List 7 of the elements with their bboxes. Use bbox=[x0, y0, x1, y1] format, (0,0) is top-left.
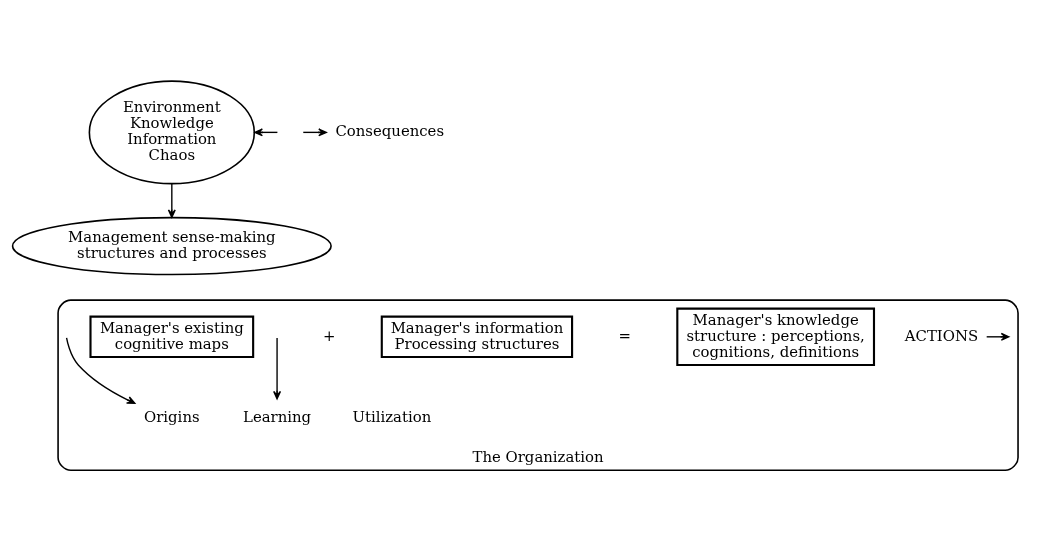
node-text: ACTIONS bbox=[904, 326, 979, 345]
label: + bbox=[322, 326, 336, 345]
node-text: Origins bbox=[144, 407, 200, 426]
label: Utilization bbox=[352, 407, 432, 426]
node-text: Learning bbox=[243, 407, 312, 426]
label: = bbox=[618, 326, 631, 345]
node-text: Consequences bbox=[335, 121, 445, 140]
